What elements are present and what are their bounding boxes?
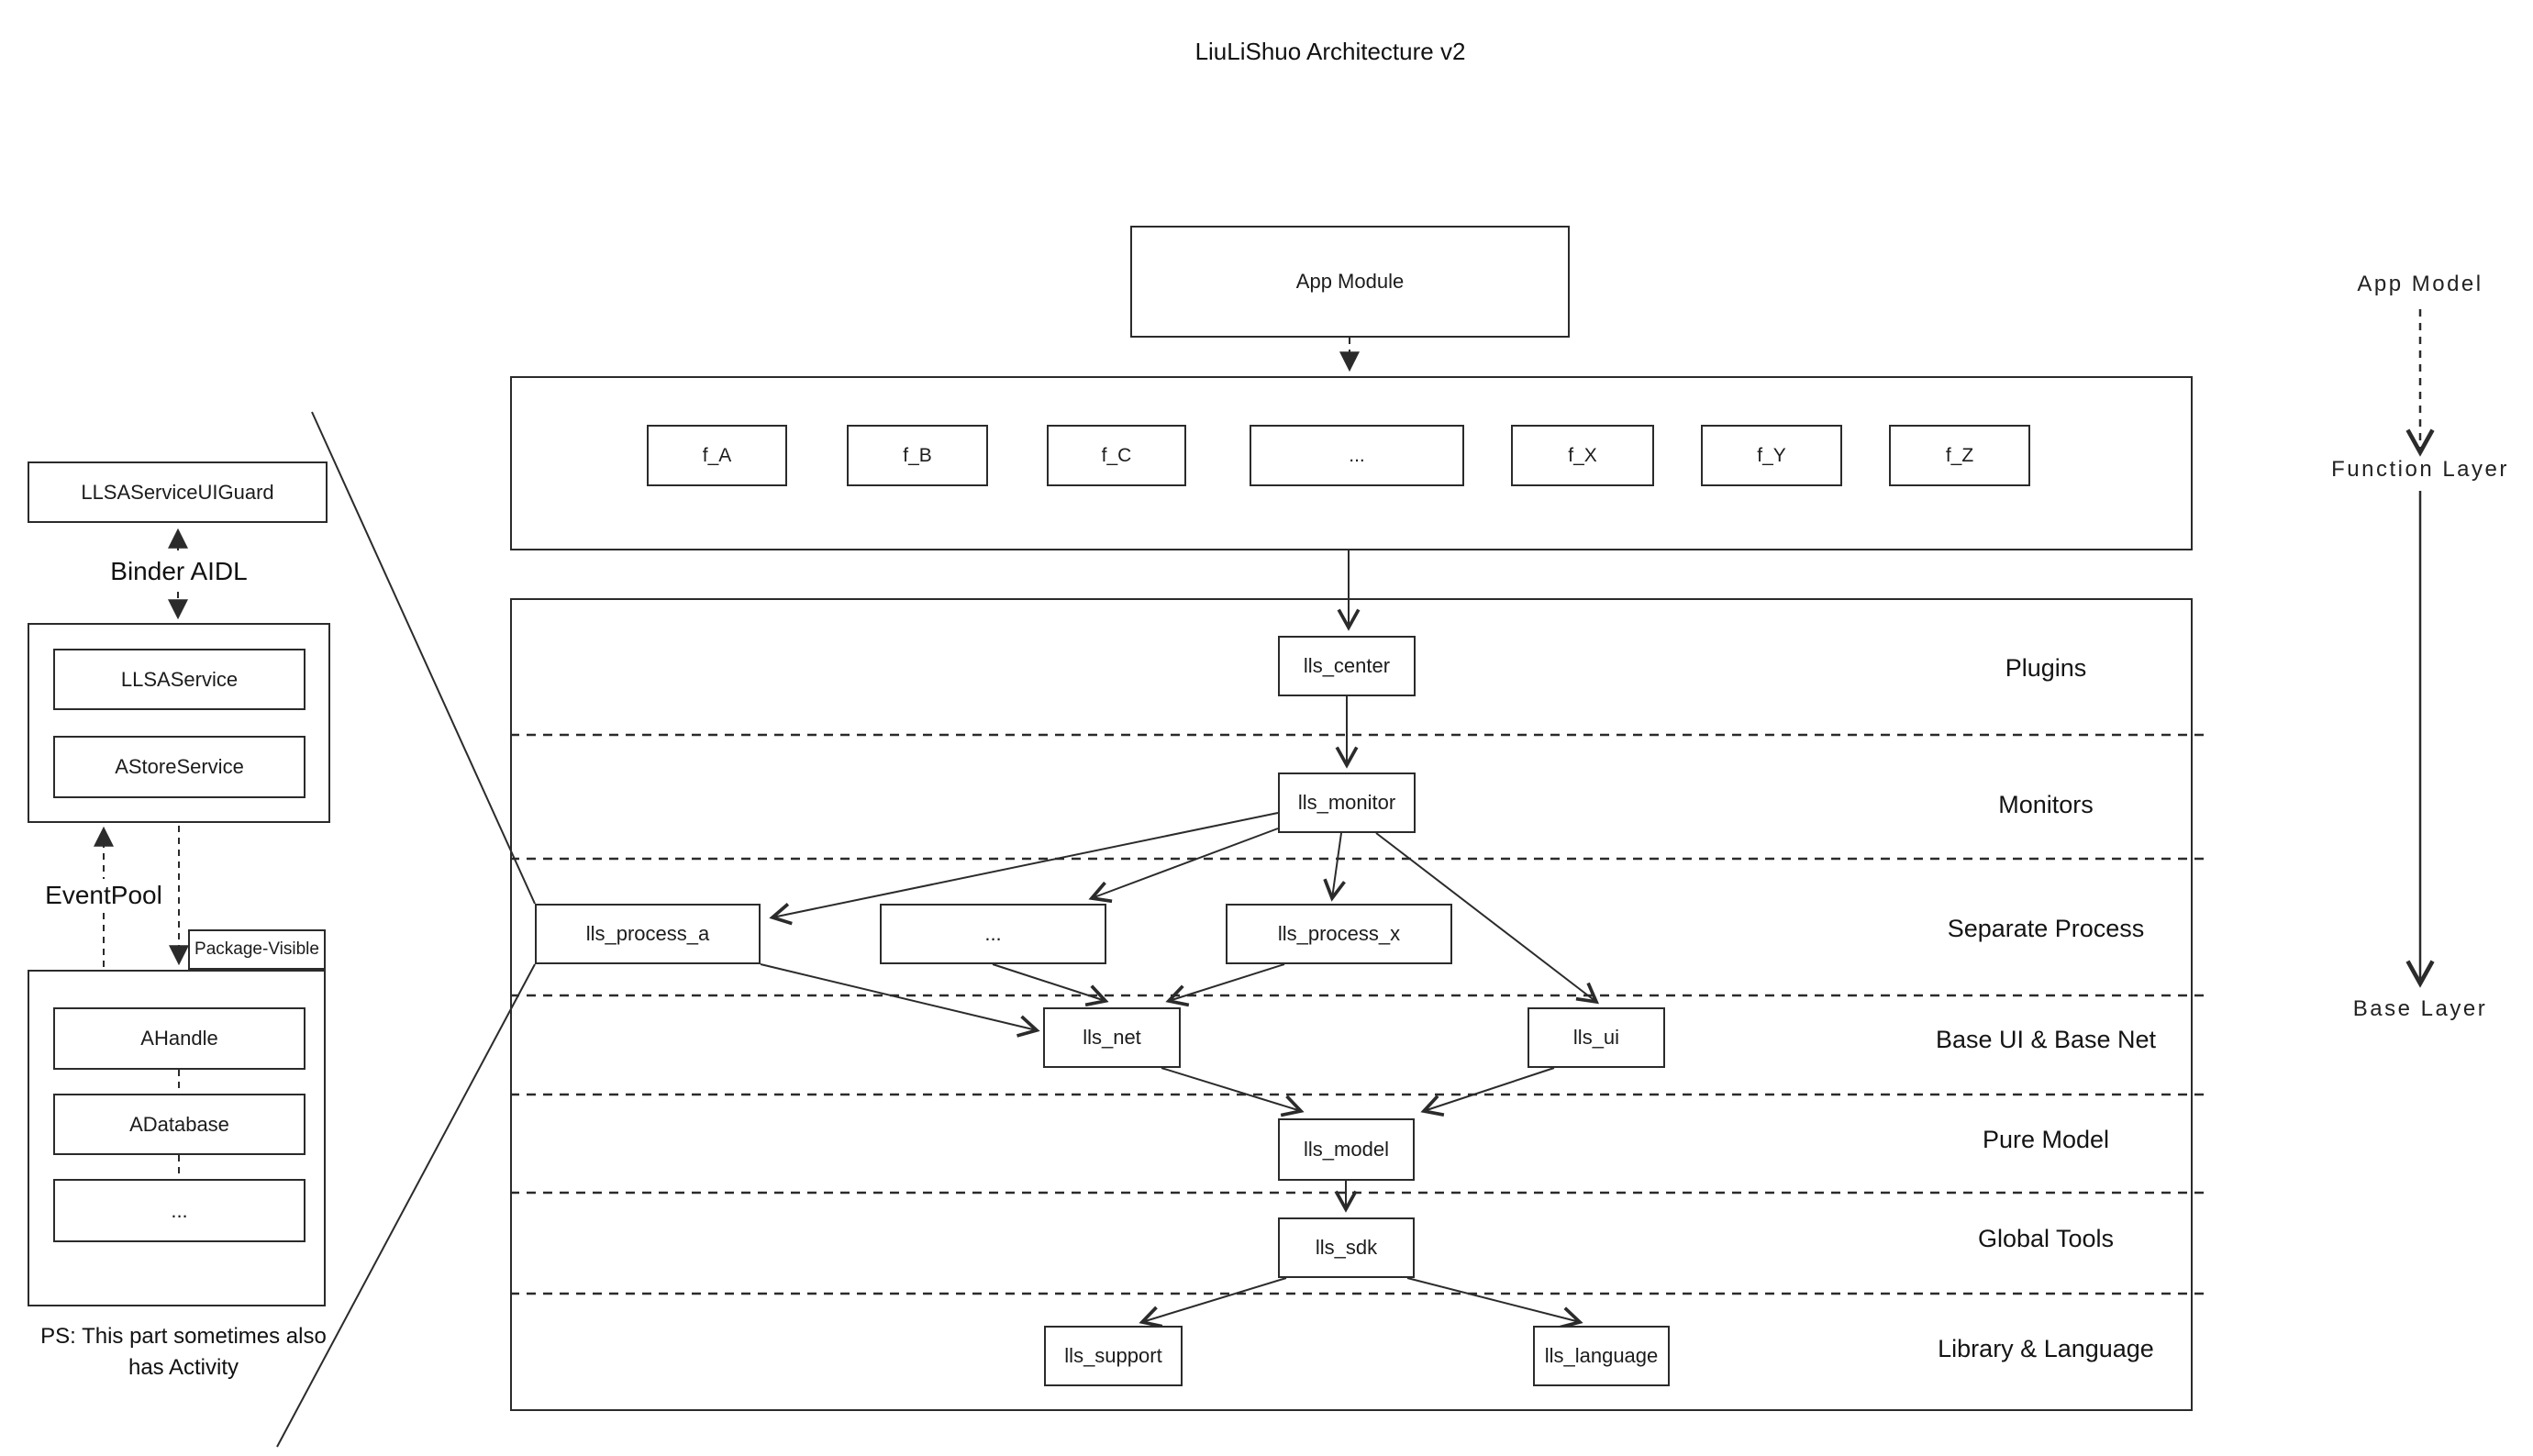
lls-language-box: lls_language [1533, 1326, 1670, 1386]
lls-net-box: lls_net [1043, 1007, 1181, 1068]
function-box-f-b: f_B [847, 425, 988, 486]
function-box-f-c: f_C [1047, 425, 1186, 486]
f-x-label: f_X [1568, 444, 1597, 466]
ps-note-line1: PS: This part sometimes also [40, 1324, 327, 1349]
app-module-label: App Module [1295, 270, 1405, 293]
function-box-f-x: f_X [1511, 425, 1654, 486]
f-ellipsis-label: ... [1349, 444, 1365, 466]
base-layer-container [510, 598, 2193, 1411]
adatabase-label: ADatabase [129, 1112, 229, 1136]
row-label-base-ui-base-net: Base UI & Base Net [1935, 1025, 2157, 1053]
lls-support-label: lls_support [1064, 1344, 1162, 1367]
llsa-service-ui-guard-box: LLSAServiceUIGuard [28, 461, 328, 523]
arrow-process-x-to-llsnet [1165, 963, 1285, 1007]
arrow-monitor-to-process-a [769, 812, 1279, 926]
lls-support-box: lls_support [1044, 1326, 1183, 1386]
lls-net-label: lls_net [1083, 1026, 1141, 1049]
f-c-label: f_C [1101, 444, 1132, 466]
lls-language-label: lls_language [1544, 1344, 1659, 1367]
lls-center-box: lls_center [1278, 636, 1416, 696]
lls-model-box: lls_model [1278, 1118, 1415, 1181]
row-label-library-language: Library & Language [1938, 1334, 2154, 1362]
arrow-monitor-to-process-dots [1088, 828, 1279, 904]
adatabase-box: ADatabase [53, 1094, 306, 1155]
f-z-label: f_Z [1945, 444, 1974, 466]
left-ellipsis-box: ... [53, 1179, 306, 1242]
callout-diagonal-top [311, 411, 536, 905]
lls-process-a-label: lls_process_a [585, 922, 710, 945]
legend-app-model: App Model [2357, 272, 2483, 296]
callout-diagonal-bottom [276, 963, 536, 1448]
lls-sdk-label: lls_sdk [1315, 1236, 1378, 1259]
arrow-process-a-to-llsnet [760, 963, 1040, 1038]
package-visible-container [28, 970, 326, 1306]
row-label-separate-process: Separate Process [1947, 914, 2145, 942]
row-label-pure-model: Pure Model [1982, 1125, 2110, 1153]
arrow-llsui-to-llsmodel [1420, 1067, 1555, 1117]
lls-sdk-box: lls_sdk [1278, 1217, 1415, 1278]
eventpool-label: EventPool [41, 879, 166, 912]
diagram-title: LiuLiShuo Architecture v2 [1194, 37, 1466, 65]
row-label-global-tools: Global Tools [1977, 1224, 2115, 1252]
ps-note: PS: This part sometimes also has Activit… [18, 1321, 349, 1387]
llsa-service-box: LLSAService [53, 649, 306, 710]
function-box-f-z: f_Z [1889, 425, 2030, 486]
function-box-f-y: f_Y [1701, 425, 1842, 486]
arrow-llssdk-to-llssupport [1139, 1277, 1287, 1328]
left-ellipsis-label: ... [171, 1198, 188, 1222]
lls-ui-box: lls_ui [1528, 1007, 1665, 1068]
arrow-process-dots-to-llsnet [992, 963, 1109, 1007]
astore-service-label: AStoreService [115, 755, 244, 778]
arrow-llssdk-to-llslanguage [1406, 1277, 1583, 1329]
package-visible-tag: Package-Visible [188, 929, 326, 970]
process-ellipsis-label: ... [984, 922, 1002, 945]
arrow-llsnet-to-llsmodel [1161, 1067, 1305, 1117]
function-box-ellipsis: ... [1250, 425, 1464, 486]
function-layer-container [510, 376, 2193, 550]
lls-ui-label: lls_ui [1572, 1026, 1620, 1049]
lls-model-label: lls_model [1304, 1138, 1389, 1161]
llsa-service-container [28, 623, 330, 823]
lls-process-x-box: lls_process_x [1226, 904, 1452, 964]
binder-aidl-label: Binder AIDL [101, 555, 257, 588]
ahandle-label: AHandle [140, 1027, 218, 1050]
row-divider-lines [510, 733, 2205, 1295]
function-box-f-a: f_A [647, 425, 787, 486]
lls-center-label: lls_center [1303, 654, 1391, 677]
lls-monitor-label: lls_monitor [1297, 791, 1396, 814]
ps-note-line2: has Activity [128, 1355, 239, 1380]
process-ellipsis-box: ... [880, 904, 1106, 964]
arrow-monitor-to-llsui [1375, 832, 1600, 1005]
row-label-plugins: Plugins [2005, 653, 2087, 682]
lls-process-a-box: lls_process_a [535, 904, 761, 964]
app-module-box: App Module [1130, 226, 1570, 338]
f-y-label: f_Y [1757, 444, 1786, 466]
llsa-service-ui-guard-label: LLSAServiceUIGuard [81, 480, 274, 504]
legend-base-layer: Base Layer [2352, 996, 2488, 1021]
astore-service-box: AStoreService [53, 736, 306, 798]
ahandle-box: AHandle [53, 1007, 306, 1070]
lls-process-x-label: lls_process_x [1277, 922, 1401, 945]
f-a-label: f_A [702, 444, 732, 466]
legend-function-layer: Function Layer [2331, 457, 2509, 482]
f-b-label: f_B [903, 444, 932, 466]
row-label-monitors: Monitors [1998, 790, 2094, 818]
llsa-service-label: LLSAService [120, 667, 239, 691]
package-visible-label: Package-Visible [194, 939, 319, 959]
arrow-monitor-to-process-x [1323, 832, 1346, 902]
lls-monitor-box: lls_monitor [1278, 772, 1416, 833]
